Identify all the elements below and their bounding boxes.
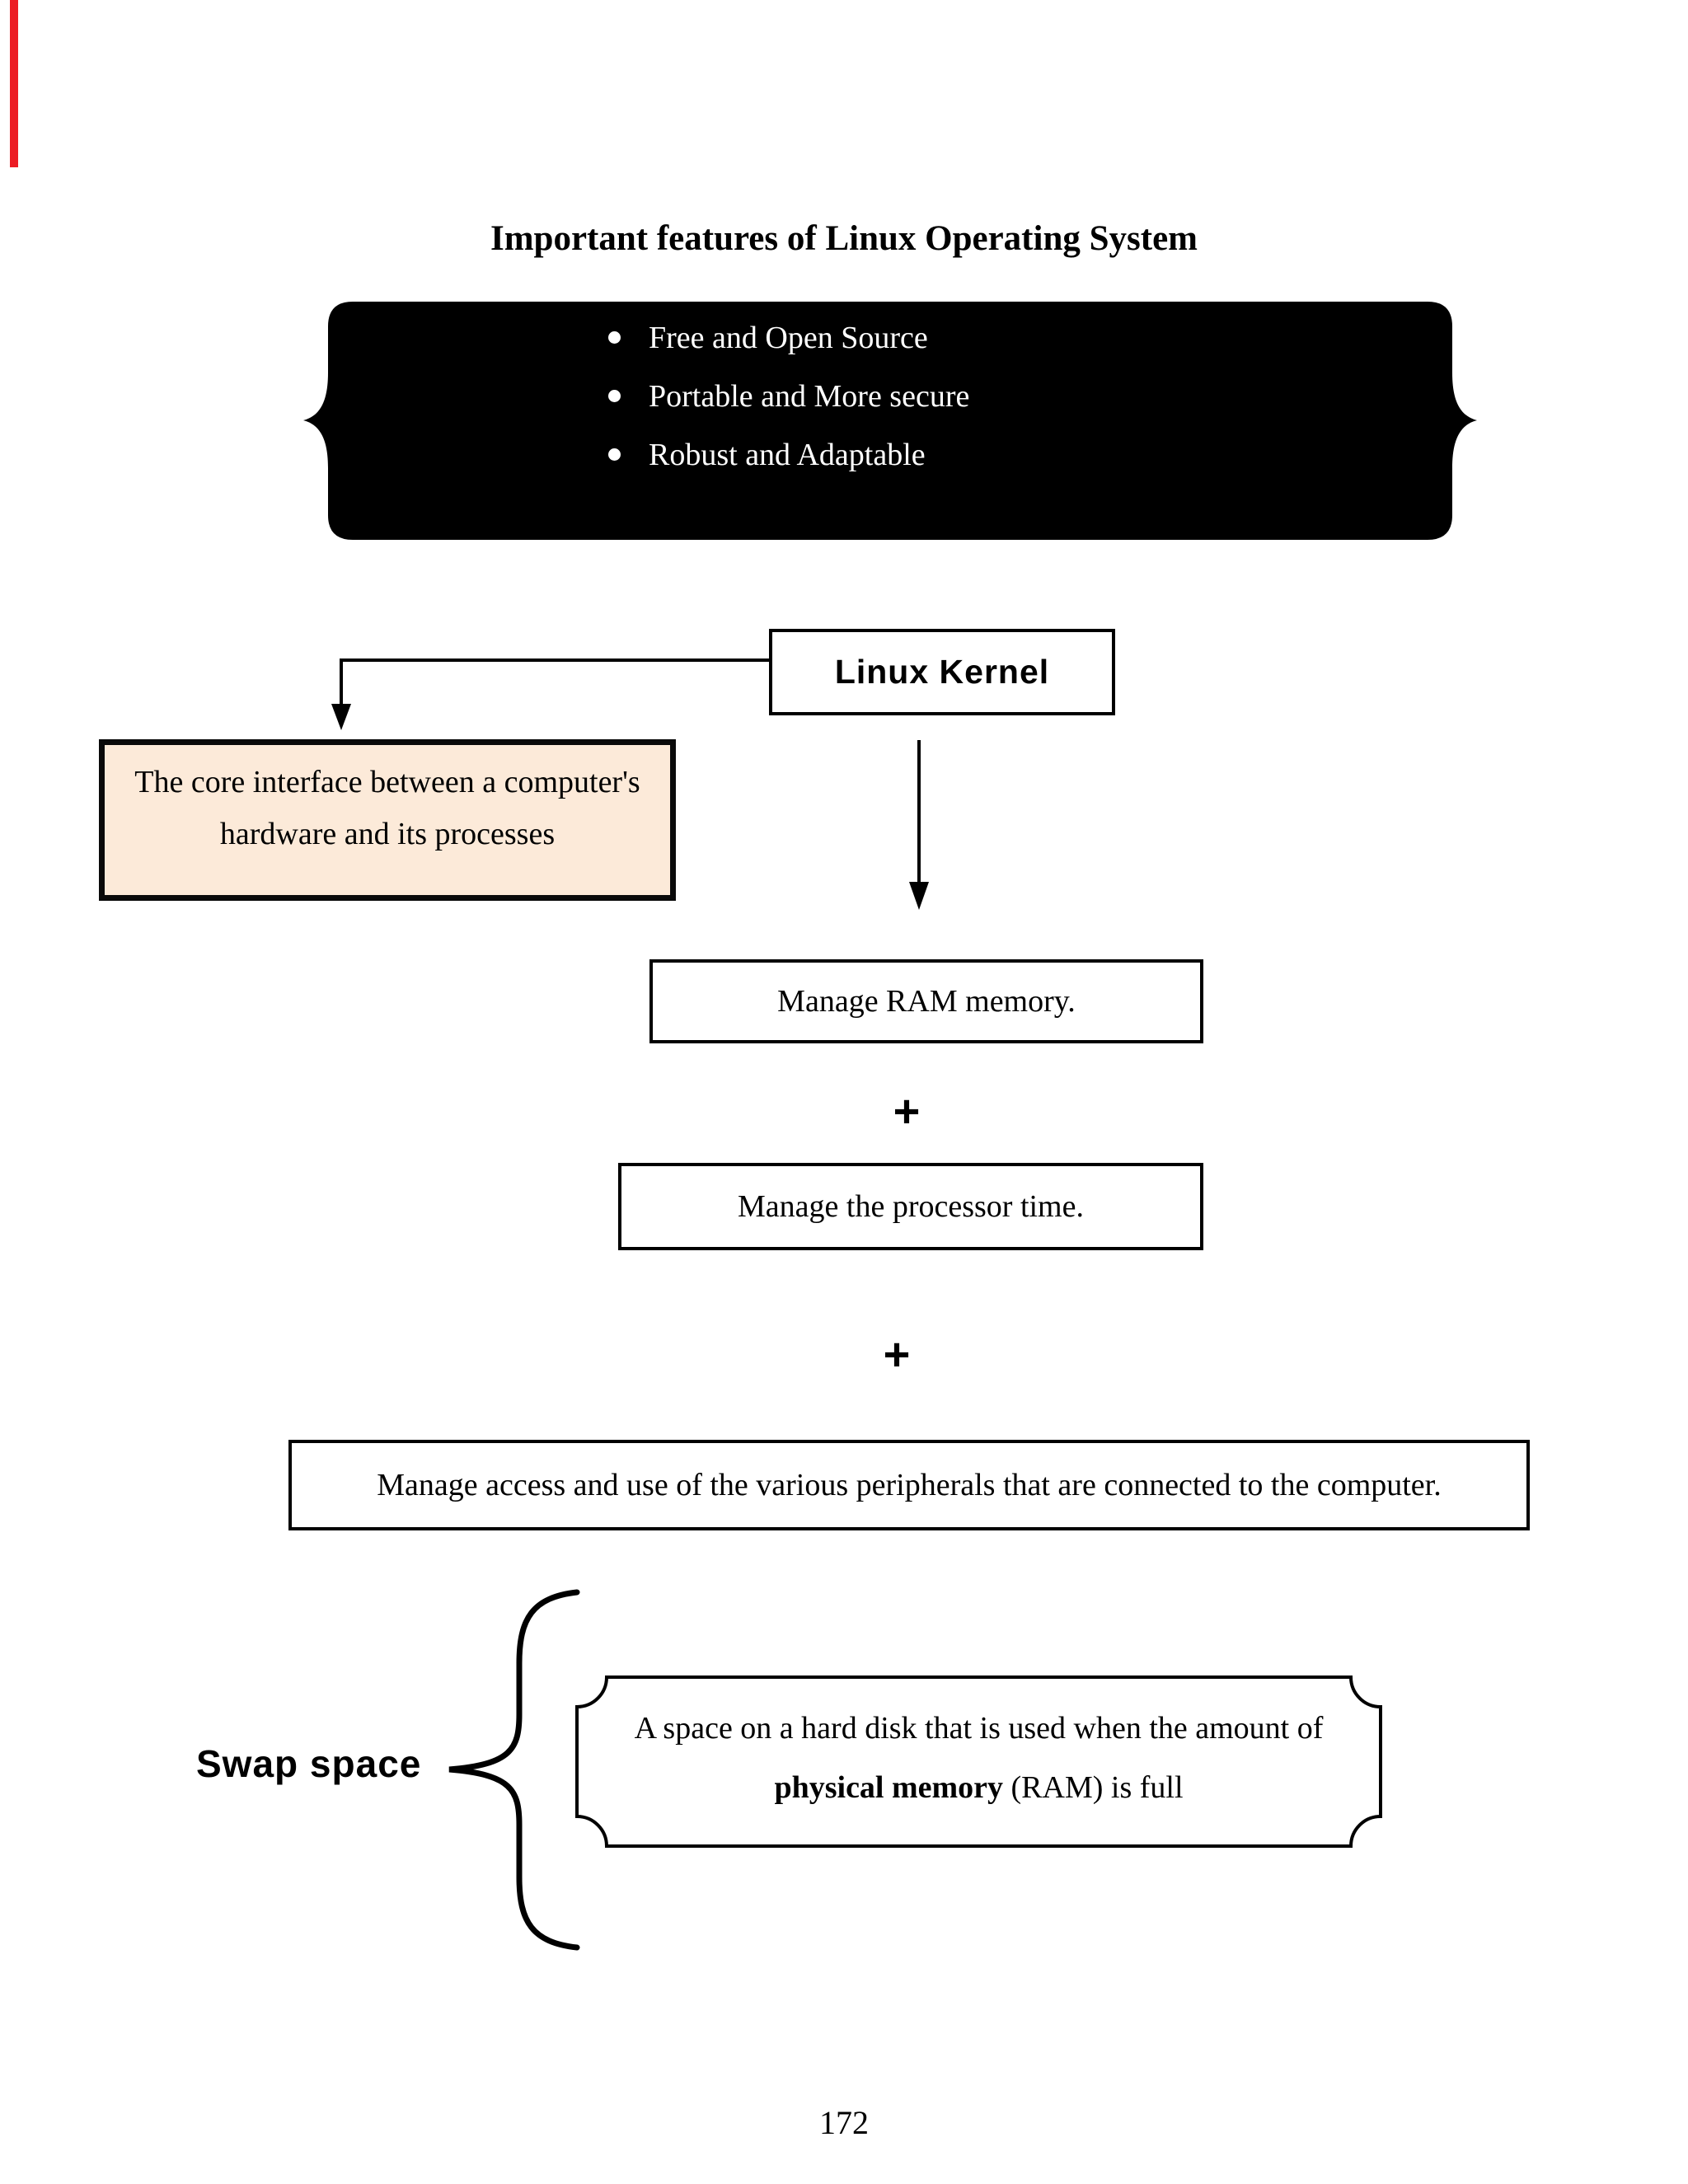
swap-definition-text: A space on a hard disk that is used when… — [577, 1677, 1381, 1846]
features-brace-panel-shape — [303, 302, 1477, 540]
page-number: 172 — [819, 2104, 869, 2141]
kernel-definition-box: The core interface between a computer's … — [99, 739, 676, 901]
function-box-peripherals-label: Manage access and use of the various per… — [377, 1468, 1442, 1502]
bullet-icon — [608, 390, 621, 402]
function-box-processor: Manage the processor time. — [618, 1163, 1203, 1250]
bullet-icon — [608, 331, 621, 344]
function-box-processor-label: Manage the processor time. — [738, 1189, 1084, 1224]
kernel-down-arrow — [909, 740, 929, 910]
feature-item: Robust and Adaptable — [608, 425, 969, 484]
linux-kernel-label: Linux Kernel — [834, 653, 1050, 691]
plus-sign: + — [883, 1328, 911, 1380]
linux-kernel-box: Linux Kernel — [769, 629, 1115, 715]
swap-definition-bold-part: physical memory — [774, 1770, 1004, 1805]
red-margin-mark — [10, 0, 18, 167]
swap-plaque-shape — [575, 1675, 1382, 1848]
feature-item-label: Portable and More secure — [649, 378, 970, 414]
function-box-ram-label: Manage RAM memory. — [777, 984, 1076, 1019]
plus-sign: + — [893, 1085, 921, 1137]
bullet-icon — [608, 448, 621, 461]
arrowhead-down-icon — [331, 704, 351, 730]
swap-space-label: Swap space — [196, 1742, 422, 1785]
kernel-definition-line1: The core interface between a computer's — [134, 765, 640, 799]
feature-item: Free and Open Source — [608, 308, 969, 367]
swap-brace-icon — [448, 1589, 580, 1951]
features-list: Free and Open Source Portable and More s… — [608, 308, 969, 484]
function-box-peripherals: Manage access and use of the various per… — [288, 1440, 1530, 1530]
feature-item-label: Robust and Adaptable — [649, 437, 926, 472]
swap-definition-rest: (RAM) is full — [1003, 1770, 1184, 1805]
kernel-definition-line2: hardware and its processes — [219, 817, 556, 851]
swap-definition-line1: A space on a hard disk that is used when… — [634, 1711, 1324, 1746]
kernel-to-definition-arrow — [331, 658, 769, 730]
function-box-ram: Manage RAM memory. — [649, 959, 1203, 1043]
feature-item: Portable and More secure — [608, 367, 969, 425]
swap-definition-line2: physical memory (RAM) is full — [577, 1758, 1381, 1817]
feature-item-label: Free and Open Source — [649, 320, 928, 355]
arrowhead-down-icon — [909, 882, 929, 910]
page-title: Important features of Linux Operating Sy… — [490, 218, 1198, 258]
